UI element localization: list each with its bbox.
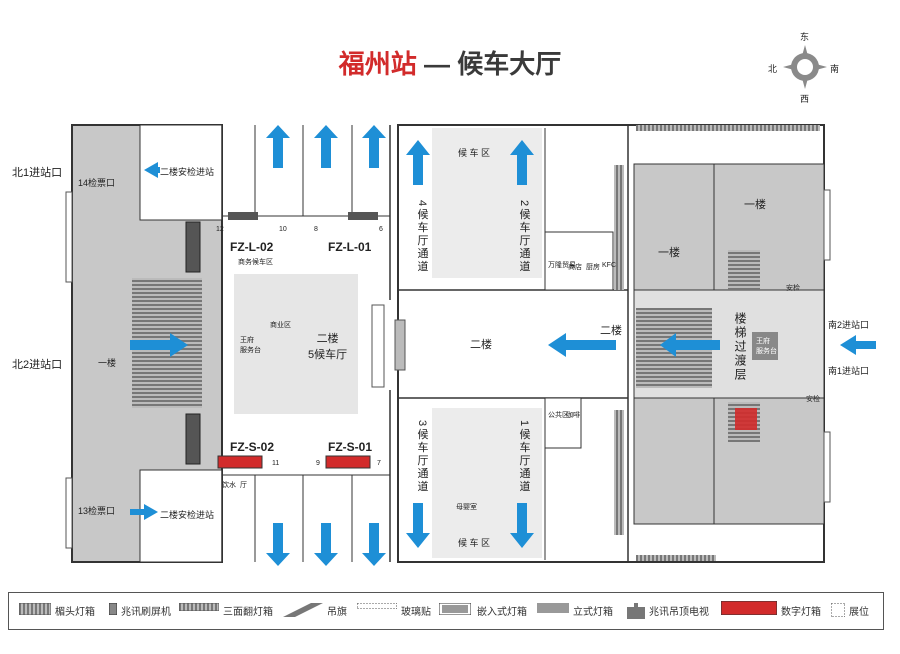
flow-arrows (130, 125, 876, 566)
legend-standing: 立式灯箱 (573, 607, 613, 618)
security-top: 安检 (786, 285, 800, 292)
num-6: 6 (379, 226, 383, 233)
upper-security-bottom: 二楼安检进站 (160, 510, 215, 520)
light-box-icon (19, 603, 51, 615)
board-s01: FZ-S-01 (328, 440, 373, 454)
hall-4-channel: 4候车厅通道 (416, 200, 428, 274)
compass-west: 西 (800, 94, 810, 104)
right-floor-1-left: 一楼 (658, 247, 680, 259)
center-floor-2: 二楼 (470, 339, 492, 351)
board-l02: FZ-L-02 (230, 240, 274, 254)
hall-name: 候车大厅 (457, 49, 562, 79)
scanner-icon (109, 603, 117, 615)
stair-transition: 楼梯过渡层 (733, 312, 747, 382)
floor-plan (65, 124, 876, 566)
legend-glass: 玻璃贴 (401, 607, 431, 618)
special-area: 商务候车区 (238, 259, 273, 266)
entrance-north2: 北2进站口 (12, 359, 63, 371)
shop-bottom-1: 公共区 (548, 412, 569, 419)
legend: 楣头灯箱 兆讯刷屏机 三面翻灯箱 吊旗 玻璃贴 嵌入式灯箱 立式灯箱 兆讯吊顶电… (8, 592, 884, 630)
digital-box-s02 (217, 455, 263, 469)
business-area: 商业区 (270, 322, 291, 329)
hall-1-channel: 1候车厅通道 (518, 420, 530, 494)
right-info-desk: 王府 服务台 (756, 338, 777, 355)
board-l01: FZ-L-01 (328, 240, 372, 254)
shop-top-1: 万隆贸易 (548, 262, 576, 269)
num-7: 7 (377, 460, 381, 467)
digital-box-icon (721, 601, 777, 615)
compass: 东 北 南 西 (768, 32, 840, 104)
entrance-south1: 南1进站口 (828, 366, 870, 376)
legend-light-box: 楣头灯箱 (55, 607, 95, 618)
shop-top-2: 商店 (568, 264, 582, 271)
num-12: 12 (216, 226, 224, 233)
upper-security-top: 二楼安检进站 (160, 167, 215, 177)
board-s02: FZ-S-02 (230, 440, 275, 454)
top-waiting-zone: 候 车 区 (458, 148, 491, 158)
right-floor-2: 二楼 (600, 325, 622, 337)
shop-bottom-2: 咖啡 (566, 412, 580, 419)
gate-14: 14检票口 (78, 178, 116, 188)
entrance-north1: 北1进站口 (12, 167, 63, 179)
drinking-water: 饮水 (222, 482, 236, 489)
num-9: 9 (316, 460, 320, 467)
station-name: 福州站 (338, 49, 417, 79)
flag-icon (283, 603, 323, 617)
security-bottom: 安检 (806, 396, 820, 403)
small-booth: 厅 (240, 482, 247, 489)
title-separator: — (424, 49, 450, 79)
num-11: 11 (272, 460, 280, 467)
right-floor-1-top: 一楼 (744, 199, 766, 211)
glass-icon (357, 603, 397, 609)
legend-scanner: 兆讯刷屏机 (121, 607, 171, 618)
legend-flag: 吊旗 (327, 607, 347, 618)
shop-top-kfc: KFC (602, 262, 616, 269)
compass-south: 南 (830, 64, 840, 74)
digital-box-s01 (325, 455, 371, 469)
compass-icon (783, 45, 827, 89)
legend-tv: 兆讯吊顶电视 (649, 607, 709, 618)
num-8: 8 (314, 226, 318, 233)
standing-icon (537, 603, 569, 613)
compass-north: 北 (768, 64, 778, 74)
left-floor-1: 一楼 (98, 358, 117, 368)
num-10: 10 (279, 226, 287, 233)
compass-east: 东 (800, 32, 810, 42)
center-left-info-desk: 王府 服务台 (240, 337, 261, 354)
booth-icon (831, 603, 845, 617)
nursery-room: 母婴室 (456, 504, 477, 511)
three-sided-icon (179, 603, 219, 611)
embedded-icon (439, 603, 471, 615)
tv-icon (627, 603, 645, 619)
bottom-waiting-zone: 候 车 区 (458, 538, 491, 548)
legend-digital-box: 数字灯箱 (781, 607, 821, 618)
hall-5-area (234, 274, 358, 414)
hall-3-channel: 3候车厅通道 (416, 420, 428, 494)
legend-booth: 展位 (849, 607, 869, 618)
legend-three-sided: 三面翻灯箱 (223, 607, 273, 618)
map-title: 福州站 — 候车大厅 (0, 44, 900, 81)
hall-5-label: 二楼 5候车厅 (308, 333, 348, 361)
gate-13: 13检票口 (78, 506, 116, 516)
shop-top-3: 厨房 (586, 264, 600, 271)
entrance-south2: 南2进站口 (828, 320, 870, 330)
legend-embedded: 嵌入式灯箱 (477, 607, 527, 618)
hall-2-channel: 2候车厅通道 (518, 200, 530, 274)
